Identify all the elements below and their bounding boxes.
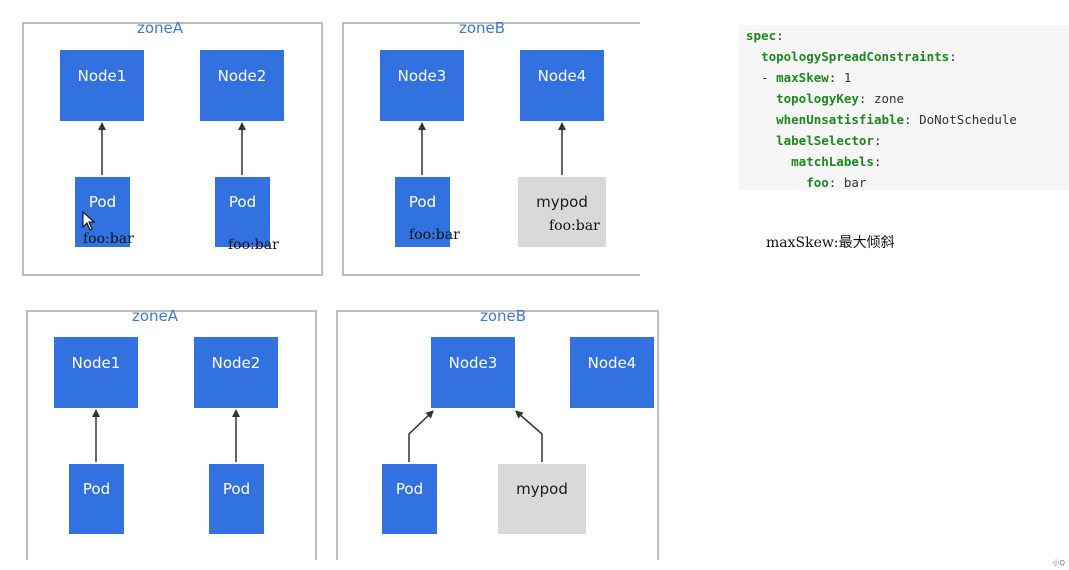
code-indent — [746, 91, 776, 106]
code-sep: : — [873, 133, 882, 148]
top-pod-1: Pod — [75, 177, 130, 247]
mouse-cursor-icon — [82, 211, 96, 231]
code-indent — [746, 133, 776, 148]
bottom-pod-1: Pod — [69, 464, 124, 534]
code-key: topologyKey — [776, 91, 859, 106]
code-indent — [746, 49, 761, 64]
top-zone-b-title: zoneB — [458, 19, 506, 37]
code-line: labelSelector: — [746, 130, 1069, 151]
top-zone-a-title: zoneA — [136, 19, 184, 37]
code-sep: : — [776, 28, 784, 43]
bottom-pod-2: Pod — [209, 464, 264, 534]
bottom-node2: Node2 — [194, 337, 278, 408]
bottom-arrow-3 — [408, 410, 434, 462]
code-indent — [746, 154, 791, 169]
code-sep: : — [873, 154, 882, 169]
code-line: whenUnsatisfiable: DoNotSchedule — [746, 109, 1069, 130]
code-sep: : — [828, 175, 837, 190]
bottom-pod-3: Pod — [382, 464, 437, 534]
top-pod-2-label: foo:bar — [228, 237, 279, 253]
bottom-node4: Node4 — [570, 337, 654, 408]
code-line: topologyKey: zone — [746, 88, 1069, 109]
code-indent — [746, 112, 776, 127]
code-value: 1 — [836, 70, 852, 85]
yaml-code-block: spec: topologySpreadConstraints: - maxSk… — [739, 25, 1069, 190]
bottom-node3: Node3 — [431, 337, 515, 408]
top-pod-2: Pod — [215, 177, 270, 247]
code-indent: - — [746, 70, 777, 85]
code-value: DoNotSchedule — [911, 112, 1017, 127]
code-key: foo — [806, 175, 829, 190]
code-key: spec — [746, 28, 777, 43]
top-pod-3: Pod — [395, 177, 450, 247]
code-indent — [746, 175, 806, 190]
top-node3: Node3 — [380, 50, 464, 121]
code-line: topologySpreadConstraints: — [746, 46, 1069, 67]
code-line: spec: — [746, 25, 1069, 46]
maxskew-note: maxSkew:最大倾斜 — [766, 235, 895, 251]
code-line: matchLabels: — [746, 151, 1069, 172]
code-line: - maxSkew: 1 — [746, 67, 1069, 88]
code-key: topologySpreadConstraints — [761, 49, 950, 64]
top-pod-1-label: foo:bar — [83, 231, 134, 247]
top-mypod: mypod — [518, 177, 606, 247]
bottom-zone-a-title: zoneA — [131, 307, 179, 325]
top-node4: Node4 — [520, 50, 604, 121]
code-line: foo: bar — [746, 172, 1069, 193]
code-key: maxSkew — [776, 70, 829, 85]
bottom-mypod: mypod — [498, 464, 586, 534]
code-key: whenUnsatisfiable — [776, 112, 905, 127]
code-value: bar — [836, 175, 867, 190]
code-value: zone — [866, 91, 905, 106]
corner-mark: 小Q — [1052, 559, 1065, 567]
top-pod-3-label: foo:bar — [409, 227, 460, 243]
code-sep: : — [858, 91, 867, 106]
code-key: matchLabels — [791, 154, 874, 169]
top-node1: Node1 — [60, 50, 144, 121]
code-key: labelSelector — [776, 133, 874, 148]
top-node2: Node2 — [200, 50, 284, 121]
bottom-zone-b-title: zoneB — [479, 307, 527, 325]
top-mypod-label: foo:bar — [549, 218, 600, 234]
bottom-node1: Node1 — [54, 337, 138, 408]
code-sep: : — [949, 49, 957, 64]
code-sep: : — [828, 70, 837, 85]
bottom-arrow-4 — [514, 410, 543, 462]
code-sep: : — [904, 112, 912, 127]
